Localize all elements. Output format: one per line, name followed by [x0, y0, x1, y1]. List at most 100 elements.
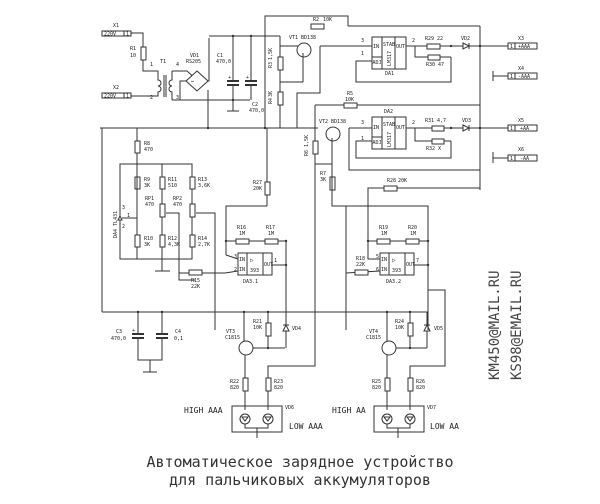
junction — [231, 34, 235, 38]
da3-1-ref: DA3.1 — [243, 279, 258, 285]
connector-x5: X5 1 +AA — [507, 118, 538, 132]
x5-body — [514, 124, 538, 132]
rp1-body — [159, 203, 166, 218]
t1-primary-coil — [157, 71, 162, 96]
r13-value: 3,6K — [198, 183, 210, 189]
r26-ref: R26 — [416, 379, 425, 385]
r31-ref: R31 — [425, 118, 434, 124]
t1-pin1: 1 — [150, 62, 153, 68]
r21-value: 10K — [253, 325, 262, 331]
vd5-ref: VD5 — [434, 326, 443, 332]
c3-plus: + — [132, 328, 135, 334]
r1-value: 10 — [130, 53, 136, 59]
t1-pin4: 4 — [176, 62, 179, 68]
c1-ref: C1 — [217, 53, 223, 59]
transistor-vt3: VT3 C1815 — [225, 312, 285, 378]
r7-value: 3K — [320, 177, 326, 183]
r13-body — [189, 176, 196, 190]
da2-part: LM317 — [387, 132, 393, 147]
x2-ref: X2 — [113, 85, 119, 91]
r2-value: 10K — [323, 17, 332, 23]
r6-value: 1,5K — [304, 135, 310, 147]
da1-ref: DA1 — [385, 71, 394, 77]
bridge-vd1: VD1 RS205 ⬌ — [185, 53, 209, 92]
r19-body — [376, 238, 391, 245]
x6-body — [514, 154, 538, 162]
x6-label: -AA — [520, 156, 529, 162]
r25-value: 820 — [372, 385, 381, 391]
email-1: KM450@MAIL.RU — [487, 270, 503, 380]
r32-value: X — [438, 146, 441, 152]
r15-value: 22K — [191, 284, 200, 290]
t1-pin2: 2 — [150, 95, 153, 101]
r22-value: 820 — [230, 385, 239, 391]
r9-ref: R9 — [144, 177, 150, 183]
r29-value: 22 — [437, 36, 443, 42]
junction — [426, 239, 430, 243]
da3-2-ref: DA3.2 — [386, 279, 401, 285]
comparator-da3-1: IN IN ▷ 393 OUT DA3.1 3 2 1 — [234, 252, 277, 285]
r6-body — [312, 140, 319, 155]
vt2-ref: VT2 — [319, 119, 328, 125]
da2-pin-adj: ADJ — [373, 140, 382, 146]
da1-pin-in: IN — [373, 44, 379, 50]
wire — [296, 46, 321, 128]
vd5-body — [423, 323, 431, 332]
da3-1-out: OUT — [264, 262, 273, 268]
wire — [172, 80, 187, 101]
vd1-ref: VD1 — [190, 53, 199, 59]
r22-ref: R22 — [230, 379, 239, 385]
email-2: KS98@EMAIL.RU — [509, 270, 525, 380]
transistor-vt1: VT1 BD138 — [280, 35, 350, 128]
r14-value: 2,7K — [198, 242, 210, 248]
r15-ref: R15 — [191, 278, 200, 284]
r2-ref: R2 — [313, 17, 319, 23]
r21-body — [265, 322, 272, 337]
wire — [355, 57, 452, 83]
r3-value: 1,5K — [268, 48, 274, 60]
r10-ref: R10 — [144, 236, 153, 242]
r5-ref: R5 — [347, 91, 353, 97]
da2-pin-out: OUT — [396, 125, 405, 131]
c3-value: 470,0 — [111, 336, 126, 342]
wire — [208, 38, 210, 82]
x1-pin-num: 1 — [126, 32, 129, 38]
r11-ref: R11 — [168, 177, 177, 183]
label-low-aa: LOW AA — [430, 422, 459, 431]
x6-ref: X6 — [518, 147, 524, 153]
led-pair-vd7: VD7 — [373, 405, 436, 438]
vt2-value: BD138 — [331, 119, 346, 125]
vt4-ref: VT4 — [369, 329, 378, 335]
r8-ref: R8 — [144, 141, 150, 147]
da1-pin2: 2 — [412, 38, 415, 44]
t1-ref: T1 — [160, 59, 166, 65]
r19-value: 1M — [381, 231, 387, 237]
da3-1-pin1: 1 — [274, 258, 277, 264]
vd4-body — [282, 323, 290, 332]
r10-value: 3K — [144, 242, 150, 248]
connector-x4: X4 1 -AAA — [492, 66, 538, 81]
vt1-value: BD138 — [301, 35, 316, 41]
junction — [408, 346, 412, 350]
da4-body — [117, 214, 123, 221]
shunt-da4: DA4 TL431 3 1 2 — [113, 205, 137, 238]
vd6-ref: VD6 — [285, 405, 294, 411]
r32-ref: R32 — [426, 146, 435, 152]
junction — [231, 98, 235, 102]
r20-ref: R20 — [408, 225, 417, 231]
da1-pin1: 1 — [361, 51, 364, 57]
r8-value: 470 — [144, 147, 153, 153]
da3-1-pin3: 3 — [234, 254, 237, 260]
vd1-glyph: ⬌ — [191, 79, 194, 85]
r18-ref: R18 — [356, 256, 365, 262]
wire — [225, 254, 239, 260]
junction — [426, 263, 430, 267]
vt3-body — [238, 340, 254, 356]
junction — [160, 310, 164, 314]
da1-stab: STAB — [383, 42, 395, 48]
da3-2-pin6: 6 — [376, 267, 379, 273]
vt2-body — [325, 126, 341, 142]
t1-secondary-coil — [168, 71, 173, 100]
vt3-ref: VT3 — [226, 329, 235, 335]
da1-pin-out: OUT — [396, 44, 405, 50]
